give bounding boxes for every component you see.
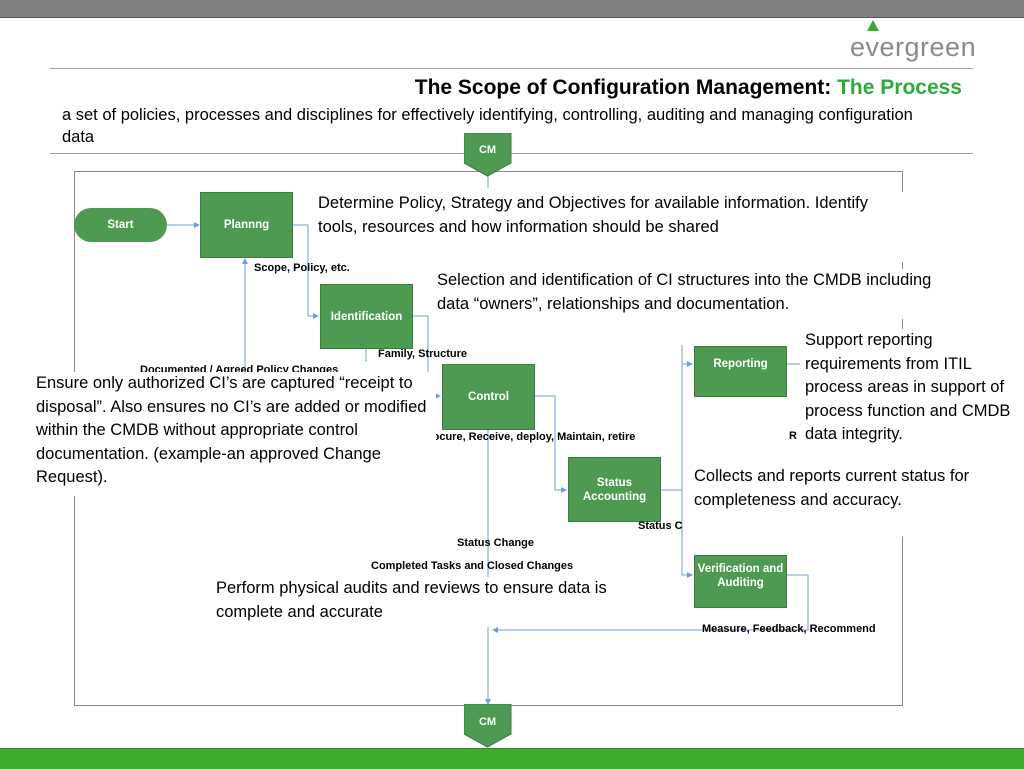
cm-top-node: CM xyxy=(464,133,512,177)
page-title: The Scope of Configuration Management: T… xyxy=(60,76,962,100)
note-reporting: Support reporting requirements from ITIL… xyxy=(800,329,1021,475)
edge-label-completed: Completed Tasks and Closed Changes xyxy=(371,560,574,572)
cm-bottom-node: CM xyxy=(464,704,512,748)
status-to-verification xyxy=(661,489,693,578)
edge-label-measure: Measure, Feedback, Recommend xyxy=(702,623,876,635)
planning-node: Plannng xyxy=(200,192,293,258)
title-highlight: The Process xyxy=(837,76,962,99)
note-verification: Perform physical audits and reviews to e… xyxy=(211,577,676,627)
edge-label-status-change: Status Change xyxy=(457,537,535,549)
control-node: Control xyxy=(442,364,535,430)
bottom-bar xyxy=(0,748,1024,769)
cm-top-label: CM xyxy=(479,144,496,156)
reporting-node: Reporting xyxy=(694,346,787,397)
top-bar xyxy=(0,0,1024,18)
logo-leaf-icon xyxy=(867,20,879,31)
planning-to-identification xyxy=(293,224,319,319)
control-to-status xyxy=(535,395,567,493)
note-planning: Determine Policy, Strategy and Objective… xyxy=(312,192,908,262)
edge-label-scope: Scope, Policy, etc. xyxy=(254,262,350,274)
note-status: Collects and reports current status for … xyxy=(690,465,1018,537)
edge-label-reporting-partial: R xyxy=(789,430,797,442)
evergreen-logo: evergreen xyxy=(850,20,976,64)
note-identification: Selection and identification of CI struc… xyxy=(432,269,967,319)
status-to-reporting xyxy=(661,361,693,491)
edge-label-status-partial: Status C xyxy=(638,520,683,532)
verification-feedback xyxy=(492,574,809,633)
cm-bottom-label: CM xyxy=(479,716,496,728)
header-rule xyxy=(50,68,973,69)
status-accounting-node: Status Accounting xyxy=(568,457,661,522)
note-control: Ensure only authorized CI’s are captured… xyxy=(30,372,436,496)
edge-label-family: Family, Structure xyxy=(378,348,468,360)
title-main: The Scope of Configuration Management: xyxy=(414,76,838,99)
page-subtitle: a set of policies, processes and discipl… xyxy=(62,106,913,146)
identification-node: Identification xyxy=(320,284,413,349)
logo-text: evergreen xyxy=(850,32,977,62)
start-node: Start xyxy=(74,208,167,242)
edge-label-procure: Procure, Receive, deploy, Maintain, reti… xyxy=(428,431,636,443)
verification-node: Verification and Auditing xyxy=(694,555,787,608)
